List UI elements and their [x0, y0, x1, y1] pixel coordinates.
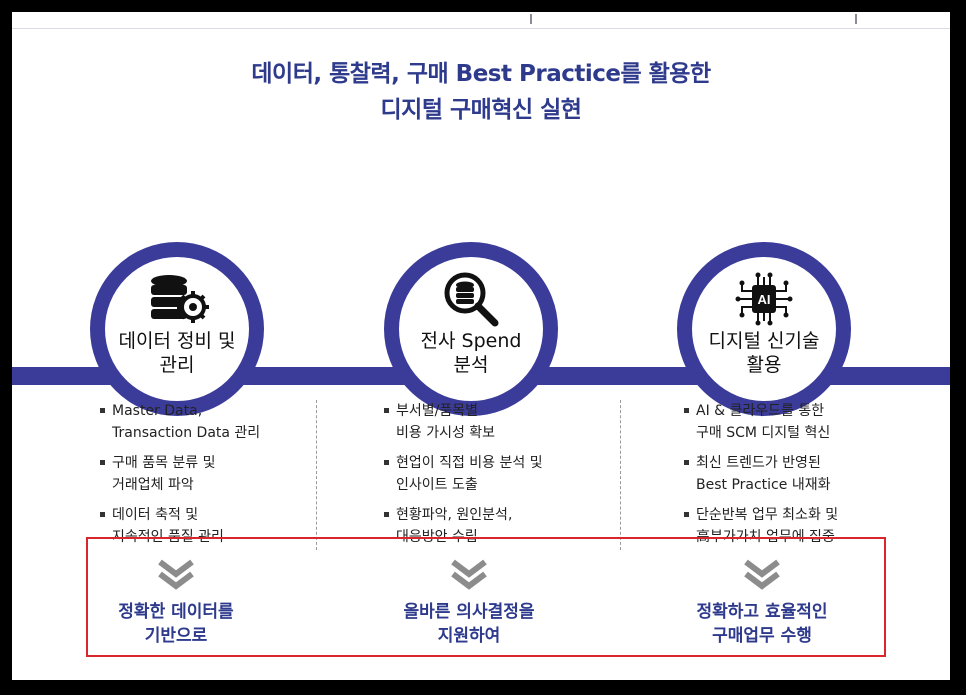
highlight-box [86, 537, 886, 657]
circle-title-line: 전사 Spend [420, 330, 522, 352]
result-line: 정확하고 효율적인 [696, 602, 828, 622]
result-line: 기반으로 [144, 626, 208, 646]
double-chevron-down-icon [451, 559, 487, 590]
bullet-line: Transaction Data 관리 [112, 425, 261, 441]
bullet-line: 부서별/품목별 [396, 403, 478, 419]
ai-chip-label: AI [758, 292, 771, 307]
bullet-item: AI & 클라우드를 통한 구매 SCM 디지털 혁신 [682, 400, 932, 444]
result-spend-analysis: 올바른 의사결정을 지원하여 [349, 600, 589, 648]
bullet-line: AI & 클라우드를 통한 [696, 403, 825, 419]
circle-data-management: 데이터 정비 및 관리 [90, 242, 264, 416]
bullet-item: 현업이 직접 비용 분석 및 인사이트 도출 [382, 452, 632, 496]
headline-line-1: 데이터, 통찰력, 구매 Best Practice를 활용한 [251, 61, 711, 87]
result-line: 올바른 의사결정을 [403, 602, 535, 622]
bullet-list-digital-tech: AI & 클라우드를 통한 구매 SCM 디지털 혁신 최신 트렌드가 반영된 … [682, 400, 932, 556]
column-divider [620, 400, 621, 550]
bullet-line: 구매 SCM 디지털 혁신 [696, 425, 831, 441]
double-chevron-down-icon [158, 559, 194, 590]
headline-line-2: 디지털 구매혁신 실현 [380, 97, 582, 123]
circle-title: 데이터 정비 및 관리 [105, 329, 249, 377]
circle-spend-analysis: 전사 Spend 분석 [384, 242, 558, 416]
bullet-line: 거래업체 파악 [112, 477, 194, 493]
column-divider [316, 400, 317, 550]
circle-title-line: 관리 [159, 354, 195, 376]
bullet-line: 단순반복 업무 최소화 및 [696, 507, 839, 523]
bullet-item: 최신 트렌드가 반영된 Best Practice 내재화 [682, 452, 932, 496]
bullet-line: 최신 트렌드가 반영된 [696, 455, 821, 471]
circle-title-line: 분석 [453, 354, 489, 376]
bullet-item: Master Data, Transaction Data 관리 [98, 400, 348, 444]
bullet-item: 현황파악, 원인분석, 대응방안 수립 [382, 504, 632, 548]
top-mark [530, 14, 532, 24]
bullet-line: 비용 가시성 확보 [396, 425, 496, 441]
ai-chip-icon: AI [692, 269, 836, 329]
bullet-list-spend-analysis: 부서별/품목별 비용 가시성 확보 현업이 직접 비용 분석 및 인사이트 도출… [382, 400, 632, 556]
result-digital-tech: 정확하고 효율적인 구매업무 수행 [642, 600, 882, 648]
result-line: 정확한 데이터를 [118, 602, 234, 622]
circle-title-line: 디지털 신기술 [708, 330, 820, 352]
result-line: 지원하여 [437, 626, 501, 646]
circle-title-line: 활용 [746, 354, 782, 376]
bullet-line: Master Data, [112, 403, 203, 419]
bullet-line: 현업이 직접 비용 분석 및 [396, 455, 543, 471]
double-chevron-down-icon [744, 559, 780, 590]
bullet-line: 현황파악, 원인분석, [396, 507, 513, 523]
bullet-line: 구매 품목 분류 및 [112, 455, 216, 471]
bullet-item: 부서별/품목별 비용 가시성 확보 [382, 400, 632, 444]
database-gear-icon [105, 269, 249, 329]
result-data-management: 정확한 데이터를 기반으로 [56, 600, 296, 648]
bullet-list-data-management: Master Data, Transaction Data 관리 구매 품목 분… [98, 400, 348, 556]
headline: 데이터, 통찰력, 구매 Best Practice를 활용한 디지털 구매혁신… [12, 56, 950, 128]
slide: 데이터, 통찰력, 구매 Best Practice를 활용한 디지털 구매혁신… [12, 12, 950, 680]
top-strip [12, 12, 950, 29]
circle-digital-tech: AI 디지털 신기술 활용 [677, 242, 851, 416]
top-mark [855, 14, 857, 24]
magnifier-coins-icon [399, 269, 543, 329]
bullet-item: 데이터 축적 및 지속적인 품질 관리 [98, 504, 348, 548]
bullet-line: 데이터 축적 및 [112, 507, 199, 523]
circle-title: 전사 Spend 분석 [399, 329, 543, 377]
result-line: 구매업무 수행 [712, 626, 812, 646]
circle-title-line: 데이터 정비 및 [118, 330, 236, 352]
bullet-line: 인사이트 도출 [396, 477, 478, 493]
circle-title: 디지털 신기술 활용 [692, 329, 836, 377]
bullet-line: Best Practice 내재화 [696, 477, 831, 493]
bullet-item: 구매 품목 분류 및 거래업체 파악 [98, 452, 348, 496]
